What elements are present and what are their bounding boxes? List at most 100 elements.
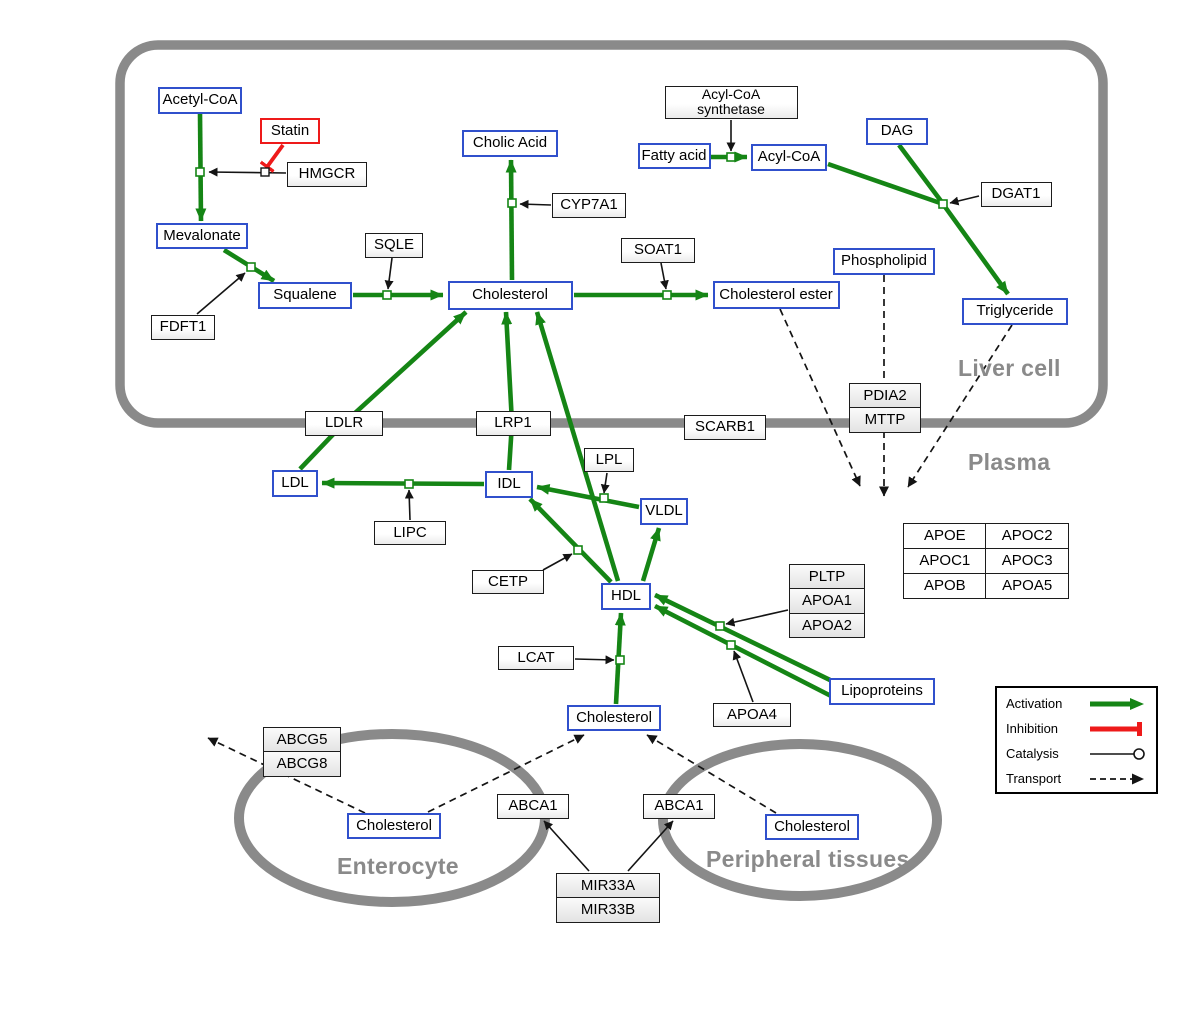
edge-lipoproteins-to-hdl-upper	[653, 592, 832, 683]
edge-fdft1-catalysis	[196, 272, 246, 315]
edge-anchor	[573, 545, 583, 555]
node-cholesterol-plasma[interactable]: Cholesterol	[567, 705, 661, 731]
node-lpl[interactable]: LPL	[584, 448, 634, 472]
node-apoa4[interactable]: APOA4	[713, 703, 791, 727]
node-cholic-acid[interactable]: Cholic Acid	[462, 129, 558, 157]
peripheral-tissues-compartment	[658, 739, 942, 901]
node-apoa2[interactable]: APOA2	[789, 612, 865, 639]
node-sqle[interactable]: SQLE	[365, 232, 423, 258]
node-mir33a[interactable]: MIR33A	[556, 873, 660, 899]
node-apob[interactable]: APOB	[903, 572, 987, 600]
legend: Activation Inhibition Catalysis Transpor…	[995, 686, 1158, 794]
node-phospholipid[interactable]: Phospholipid	[833, 247, 935, 275]
inhibition-tbar-icon	[1090, 721, 1142, 736]
edge-cholesterol-enterocyte-to-plasma	[427, 734, 585, 813]
node-dag[interactable]: DAG	[866, 117, 928, 145]
legend-catalysis-label: Catalysis	[1006, 746, 1059, 761]
edge-anchor	[195, 167, 205, 177]
node-apoc1[interactable]: APOC1	[903, 547, 987, 575]
edge-hdl-to-vldl	[640, 527, 662, 582]
node-abcg5[interactable]: ABCG5	[263, 727, 341, 753]
edge-anchor	[726, 152, 736, 162]
node-squalene[interactable]: Squalene	[258, 281, 352, 309]
node-cholesterol-enterocyte[interactable]: Cholesterol	[347, 813, 441, 839]
node-cholesterol-peripheral[interactable]: Cholesterol	[765, 814, 859, 840]
legend-row-inhibition: Inhibition	[997, 716, 1156, 741]
edge-sqle-catalysis	[384, 257, 394, 290]
legend-row-transport: Transport	[997, 766, 1156, 791]
node-soat1[interactable]: SOAT1	[621, 237, 695, 263]
edge-anchor	[246, 262, 256, 272]
node-fdft1[interactable]: FDFT1	[151, 314, 215, 340]
node-lrp1[interactable]: LRP1	[475, 410, 551, 436]
node-vldl[interactable]: VLDL	[640, 497, 688, 525]
node-abcg8[interactable]: ABCG8	[263, 751, 341, 778]
node-mir33b[interactable]: MIR33B	[556, 897, 660, 924]
node-ldl[interactable]: LDL	[272, 469, 318, 497]
node-cetp[interactable]: CETP	[472, 570, 544, 594]
node-statin[interactable]: Statin	[260, 118, 320, 144]
node-acyl-coa-product[interactable]: Acyl-CoA	[751, 143, 827, 171]
node-mevalonate[interactable]: Mevalonate	[156, 223, 248, 249]
node-apoa1[interactable]: APOA1	[789, 588, 865, 614]
edge-dag-to-dgat1-junction	[897, 143, 943, 203]
node-acetyl-coa[interactable]: Acetyl-CoA	[158, 86, 242, 114]
edge-cholesterol-peripheral-to-plasma	[646, 734, 777, 814]
node-label-line: synthetase	[697, 101, 765, 117]
node-scarb1[interactable]: SCARB1	[684, 414, 766, 440]
transport-dashed-arrow-icon	[1090, 773, 1144, 784]
edge-anchor	[662, 290, 672, 300]
edge-soat1-catalysis	[659, 262, 669, 290]
node-apoc2[interactable]: APOC2	[985, 523, 1070, 550]
node-hmgcr[interactable]: HMGCR	[287, 161, 367, 187]
edge-lcat-catalysis	[574, 655, 615, 665]
node-hdl[interactable]: HDL	[601, 582, 651, 610]
node-fatty-acid[interactable]: Fatty acid	[637, 143, 711, 169]
edge-anchor	[507, 198, 517, 208]
edge-apoa4-link	[732, 650, 754, 703]
edge-cholesterol-to-cholicacid	[505, 159, 517, 281]
node-dgat1[interactable]: DGAT1	[980, 181, 1052, 207]
edge-mir33-to-abca1-peripheral	[627, 820, 674, 872]
edge-cetp-catalysis	[542, 553, 573, 571]
edge-anchor	[938, 199, 948, 209]
node-triglyceride[interactable]: Triglyceride	[962, 297, 1068, 325]
edge-anchor	[726, 640, 736, 650]
liver-cell-compartment	[115, 40, 1108, 428]
legend-activation-label: Activation	[1006, 696, 1063, 711]
node-mttp[interactable]: MTTP	[849, 407, 921, 434]
node-apoa5[interactable]: APOA5	[985, 572, 1070, 600]
node-apoc3[interactable]: APOC3	[985, 547, 1070, 575]
edge-anchor	[715, 621, 725, 631]
node-idl[interactable]: IDL	[485, 470, 533, 498]
edge-lipc-catalysis	[404, 489, 414, 521]
node-lcat[interactable]: LCAT	[498, 646, 574, 670]
node-cyp7a1[interactable]: CYP7A1	[552, 192, 626, 218]
edge-anchor	[615, 655, 625, 665]
node-lipoproteins[interactable]: Lipoproteins	[829, 677, 935, 705]
edge-anchor	[599, 493, 609, 503]
node-apoe[interactable]: APOE	[903, 523, 987, 550]
node-abca1-enterocyte[interactable]: ABCA1	[497, 793, 569, 819]
node-lipc[interactable]: LIPC	[374, 521, 446, 545]
node-pltp[interactable]: PLTP	[789, 563, 865, 590]
node-pdia2[interactable]: PDIA2	[849, 383, 921, 409]
node-abca1-peripheral[interactable]: ABCA1	[643, 793, 715, 819]
node-ldlr[interactable]: LDLR	[305, 410, 383, 436]
edge-hdl-to-cholesterol-liver	[534, 311, 621, 582]
node-cholesterol-ester[interactable]: Cholesterol ester	[712, 281, 840, 309]
plasma-label: Plasma	[968, 449, 1051, 475]
node-cholesterol-liver[interactable]: Cholesterol	[447, 280, 573, 310]
edge-idl-to-ldl	[321, 477, 485, 489]
